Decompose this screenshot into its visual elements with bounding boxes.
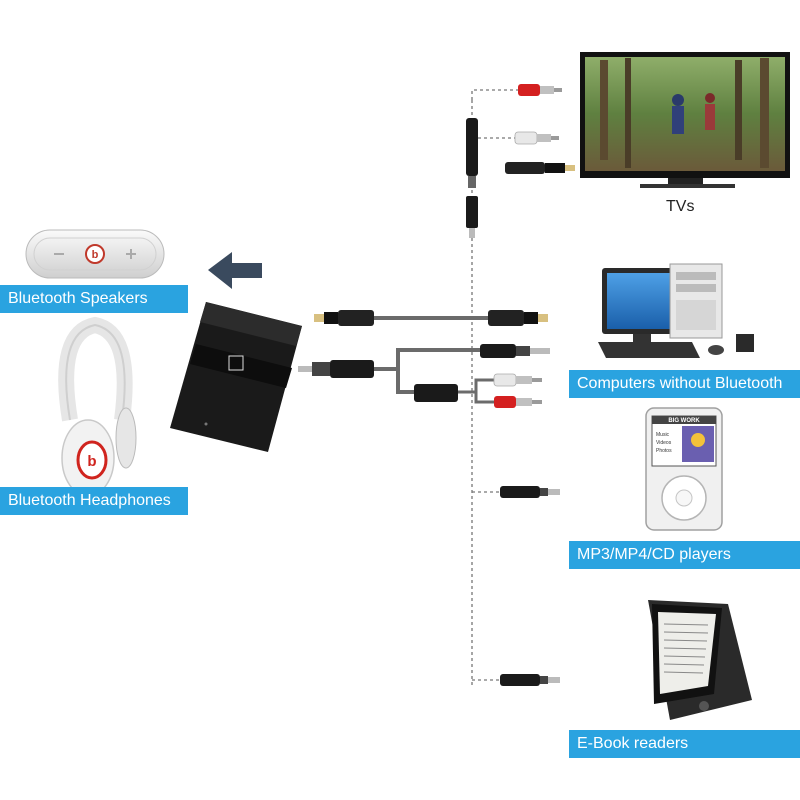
- tv-device: [580, 52, 790, 188]
- optical-cable: [314, 310, 548, 326]
- svg-text:Videos: Videos: [656, 440, 672, 446]
- bluetooth-headphones-label: Bluetooth Headphones: [0, 487, 188, 515]
- mp3-aux-plug: [500, 486, 560, 498]
- aux-splitter-cable: [298, 344, 550, 408]
- bluetooth-headphones: b: [58, 316, 137, 497]
- svg-text:b: b: [92, 249, 99, 261]
- bluetooth-transmitter: [170, 302, 302, 452]
- ebook-reader-device: [648, 600, 752, 720]
- bluetooth-speakers-label: Bluetooth Speakers: [0, 285, 188, 313]
- output-arrow: [208, 252, 262, 289]
- tv-aux-plug: [466, 118, 478, 238]
- tv-optical-plug: [505, 162, 575, 174]
- tv-branch-line: [471, 89, 518, 100]
- svg-text:b: b: [87, 453, 96, 470]
- tv-rca-red-plug: [518, 84, 562, 96]
- mp3-players-label: MP3/MP4/CD players: [569, 541, 800, 569]
- svg-text:Music: Music: [656, 432, 670, 438]
- tvs-label: TVs: [666, 198, 695, 215]
- tv-rca-white-plug: [514, 131, 559, 145]
- svg-text:Photos: Photos: [656, 448, 672, 454]
- mp3-player-brand: BIG WORK: [668, 418, 700, 424]
- computer-device: [598, 263, 754, 358]
- bluetooth-speaker: b: [25, 229, 165, 279]
- ebook-aux-plug: [500, 674, 560, 686]
- computers-label: Computers without Bluetooth: [569, 370, 800, 398]
- mp3-player-device: Music Videos Photos: [645, 407, 723, 531]
- ebook-readers-label: E-Book readers: [569, 730, 800, 758]
